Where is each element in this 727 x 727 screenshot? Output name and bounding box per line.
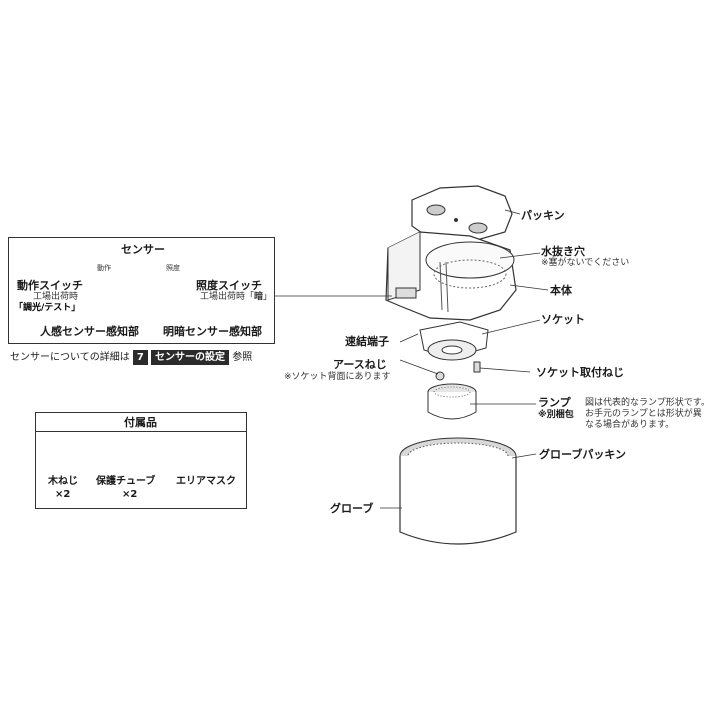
tube-label: 保護チューブ bbox=[96, 476, 156, 487]
label-lamp: ランプ bbox=[538, 396, 571, 409]
label-terminal: 速結端子 bbox=[345, 335, 389, 348]
note-number: 7 bbox=[132, 350, 148, 365]
illum-default-bold: 暗 bbox=[254, 292, 264, 302]
label-lamp-note-1: 図は代表的なランプ形状です。 bbox=[585, 398, 710, 408]
body-drawing bbox=[385, 231, 517, 321]
operation-switch-label: 動作スイッチ bbox=[17, 279, 83, 292]
sensor-note: センサーについての詳細は 7 センサーの設定 参照 bbox=[10, 350, 253, 365]
panel-label-illum: 照度 bbox=[166, 264, 180, 272]
leader-lines bbox=[274, 209, 549, 509]
label-socket-screw: ソケット取付ねじ bbox=[536, 366, 624, 379]
label-globe-packing: グローブパッキン bbox=[539, 448, 627, 461]
illum-default-3: 」 bbox=[263, 292, 273, 302]
label-drain-note: ※塞がないでください bbox=[541, 258, 630, 268]
label-socket: ソケット bbox=[541, 313, 585, 326]
lamp-drawing bbox=[427, 383, 477, 420]
human-sensor-label: 人感センサー感知部 bbox=[40, 325, 139, 338]
sensor-box: センサー bbox=[8, 237, 275, 344]
illum-switch-label: 照度スイッチ bbox=[196, 279, 262, 292]
accessories-header bbox=[36, 413, 246, 432]
sensor-title: センサー bbox=[121, 243, 165, 256]
operation-default-2: 「調光/テスト」 bbox=[14, 303, 81, 313]
wood-screw-label: 木ねじ bbox=[48, 476, 78, 487]
panel-label-action: 動作 bbox=[97, 264, 111, 272]
accessories-title: 付属品 bbox=[124, 416, 157, 429]
label-lamp-separate: ※別梱包 bbox=[538, 410, 574, 420]
accessories-box: 付属品 bbox=[35, 412, 247, 509]
illum-default-1: 工場出荷時「 bbox=[200, 292, 255, 302]
socket-drawing bbox=[419, 321, 489, 381]
illum-default: 工場出荷時「暗」 bbox=[200, 293, 272, 302]
light-sensor-label: 明暗センサー感知部 bbox=[163, 325, 262, 338]
label-lamp-note-2: お手元のランプとは形状が異 bbox=[585, 409, 702, 419]
operation-default-1: 工場出荷時 bbox=[33, 292, 79, 302]
note-suffix: 参照 bbox=[232, 352, 253, 363]
area-mask-label: エリアマスク bbox=[176, 476, 236, 487]
note-section: センサーの設定 bbox=[151, 350, 230, 365]
tube-qty: ×2 bbox=[122, 489, 138, 500]
label-earth-note: ※ソケット背面にあります bbox=[284, 372, 391, 382]
label-drain-hole: 水抜き穴 bbox=[541, 245, 585, 258]
label-globe: グローブ bbox=[330, 502, 374, 515]
wood-screw-qty: ×2 bbox=[55, 489, 71, 500]
globe-drawing bbox=[399, 437, 517, 545]
note-prefix: センサーについての詳細は bbox=[10, 352, 130, 363]
label-packing: パッキン bbox=[521, 209, 565, 222]
label-earth-screw: アースねじ bbox=[333, 358, 387, 371]
label-body: 本体 bbox=[550, 284, 572, 297]
label-lamp-note-3: なる場合があります。 bbox=[585, 420, 675, 430]
